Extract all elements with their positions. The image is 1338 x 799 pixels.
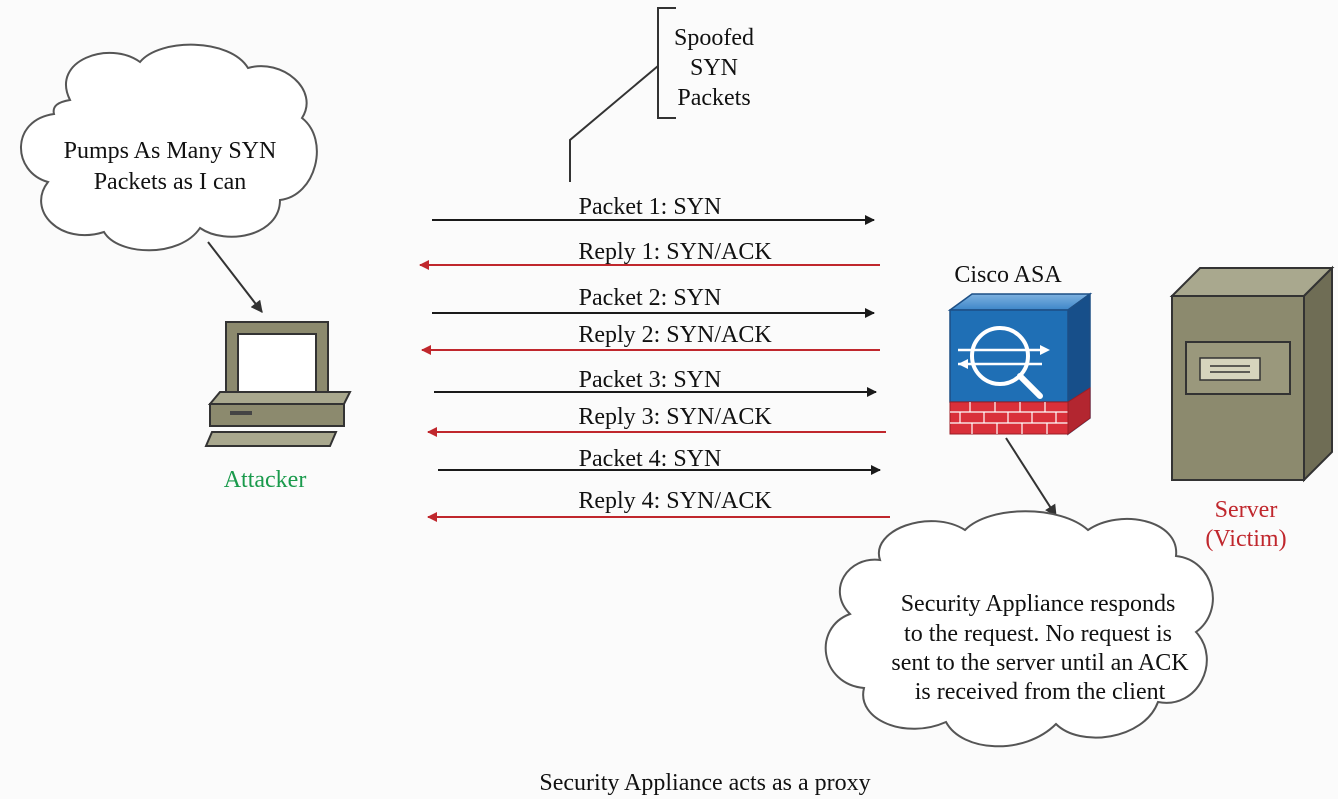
asa-label: Cisco ASA	[954, 262, 1062, 288]
spoofed-bracket	[569, 7, 676, 182]
attacker-label: Attacker	[224, 467, 307, 493]
reply-label-3: Reply 3: SYN/ACK	[578, 404, 772, 430]
spoofed-label-3: Packets	[677, 85, 750, 111]
reply-label-1: Reply 1: SYN/ACK	[578, 239, 772, 265]
attacker-thought-cloud	[20, 43, 318, 252]
diagram-caption: Security Appliance acts as a proxy	[539, 770, 870, 796]
spoofed-label-1: Spoofed	[674, 25, 754, 51]
attacker-computer-icon	[204, 321, 352, 447]
cisco-asa-firewall-icon	[947, 292, 1093, 436]
attacker-cloud-line-1: Pumps As Many SYN	[64, 138, 277, 164]
packet-label-3: Packet 3: SYN	[579, 367, 722, 393]
asa-cloud-line-3: sent to the server until an ACK	[891, 650, 1189, 676]
reply-label-4: Reply 4: SYN/ACK	[578, 488, 772, 514]
asa-cloud-line-4: is received from the client	[915, 679, 1166, 705]
asa-cloud-line-1: Security Appliance responds	[901, 591, 1176, 617]
spoofed-label-2: SYN	[690, 55, 738, 81]
attacker-cloud-line-2: Packets as I can	[94, 169, 247, 195]
asa-explanation-cloud	[824, 510, 1214, 748]
server-label-1: Server	[1215, 497, 1278, 523]
packet-label-4: Packet 4: SYN	[579, 446, 722, 472]
asa-cloud-line-2: to the request. No request is	[904, 621, 1172, 647]
cloud-pointer-arrow	[207, 241, 263, 313]
reply-label-2: Reply 2: SYN/ACK	[578, 322, 772, 348]
packet-label-2: Packet 2: SYN	[579, 285, 722, 311]
server-label-2: (Victim)	[1205, 526, 1286, 552]
packet-label-1: Packet 1: SYN	[579, 194, 722, 220]
asa-pointer-arrow	[1005, 437, 1057, 518]
server-tower-icon	[1169, 265, 1335, 483]
